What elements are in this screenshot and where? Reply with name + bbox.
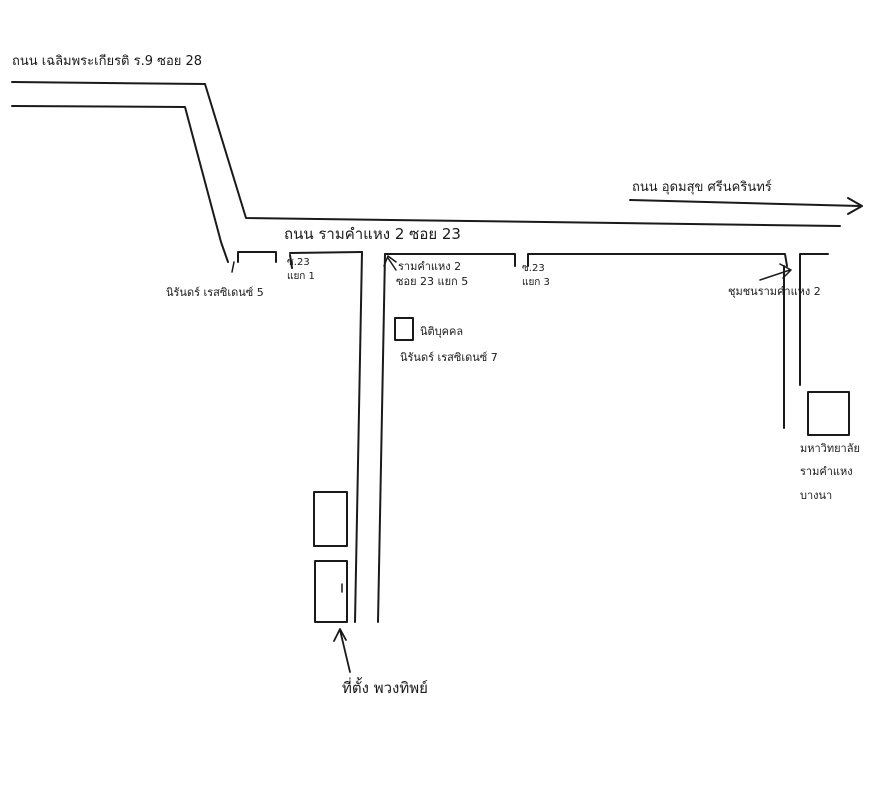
main-road-lower-edge-5 bbox=[799, 253, 829, 265]
main-road-label: ถนน รามคำแหง 2 ซอย 23 bbox=[284, 225, 461, 243]
soi-23-3-label-line1: ซ.23 bbox=[522, 263, 545, 274]
arrow-location bbox=[333, 628, 351, 673]
soi-23-1-label-line1: ซ.23 bbox=[287, 257, 310, 268]
condo-left-label: นิรันดร์ เรสซิเดนซ์ 5 bbox=[166, 286, 264, 299]
main-road-lower-edge-3 bbox=[384, 253, 516, 267]
main-road-lower-edge-2 bbox=[289, 251, 363, 269]
juristic-label-line1: นิติบุคคล bbox=[420, 325, 464, 338]
building-location bbox=[314, 560, 348, 623]
soi-23-1-label-line2: แยก 1 bbox=[287, 271, 315, 282]
chum-ram2-label: ชุมชนรามคำแหง 2 bbox=[728, 285, 821, 298]
soi-road-right-edge bbox=[377, 253, 386, 623]
top-road-upper-edge bbox=[11, 81, 841, 227]
university-label-line3: บางนา bbox=[800, 489, 833, 502]
ram2-soi-label-line1: รามคำแหง 2 bbox=[398, 260, 462, 273]
arrow-chum-ram2 bbox=[759, 263, 792, 281]
arrow-right-direction bbox=[629, 197, 863, 215]
main-road-lower-edge-1 bbox=[237, 251, 277, 263]
building-upper-left bbox=[313, 491, 348, 547]
arrow-condo-left bbox=[231, 261, 235, 273]
main-road-lower-edge-4 bbox=[527, 253, 788, 267]
ram2-soi-label-line2: ซอย 23 แยก 5 bbox=[396, 275, 469, 288]
top-road-label: ถนน เฉลิมพระเกียรติ ร.9 ซอย 28 bbox=[12, 54, 203, 69]
university-label-line1: มหาวิทยาลัย bbox=[800, 442, 860, 455]
location-label: ที่ตั้ง พวงทิพย์ bbox=[342, 679, 428, 697]
building-juristic bbox=[394, 317, 414, 341]
university-label-line2: รามคำแหง bbox=[800, 465, 853, 478]
arrow-soi-23-5 bbox=[383, 255, 397, 271]
juristic-label-line2: นิรันดร์ เรสซิเดนซ์ 7 bbox=[400, 351, 498, 364]
soi-road-left-edge bbox=[354, 251, 363, 623]
right-direction-label: ถนน อุดมสุข ศรีนครินทร์ bbox=[632, 180, 772, 195]
top-road-lower-edge bbox=[11, 105, 229, 263]
building-university bbox=[807, 391, 850, 436]
soi-23-3-label-line2: แยก 3 bbox=[522, 277, 550, 288]
